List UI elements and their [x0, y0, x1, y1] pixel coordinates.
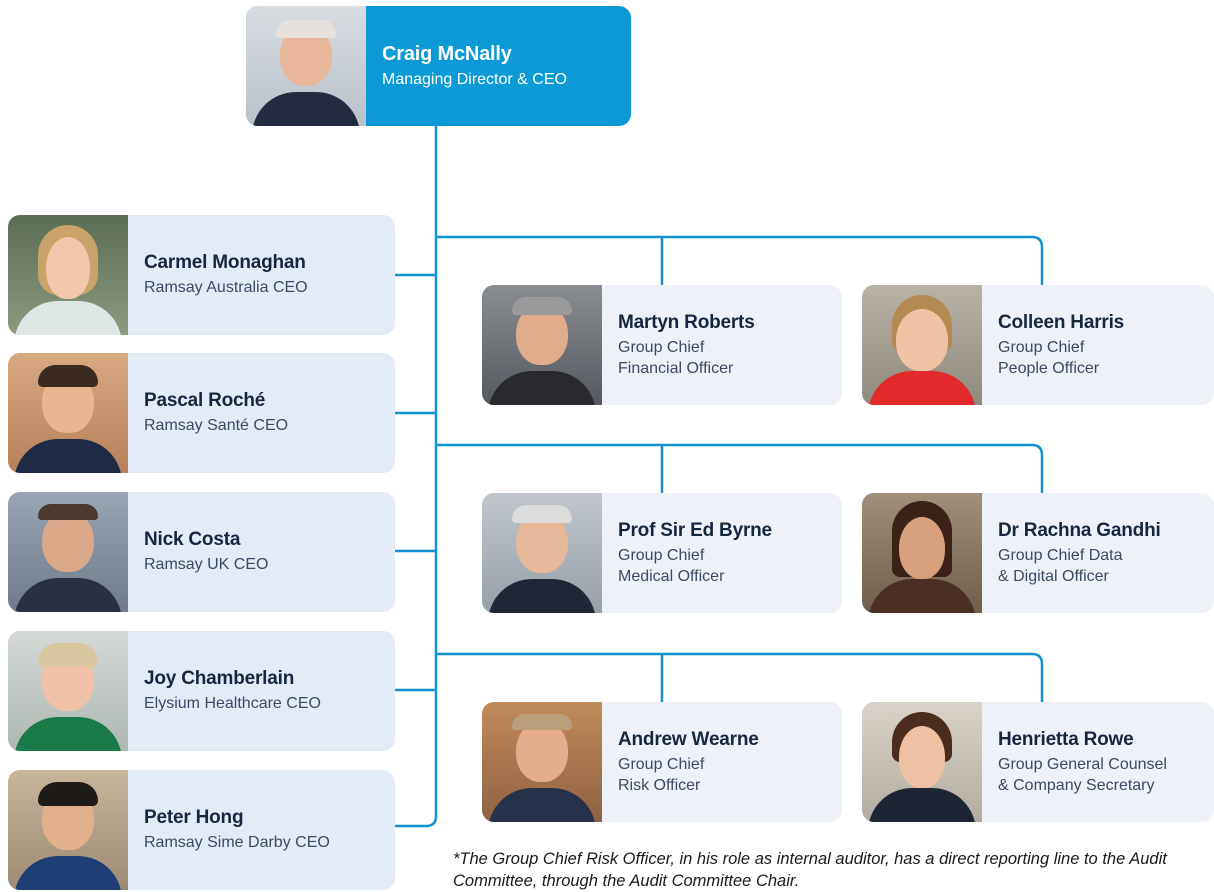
row3-branch	[436, 652, 1044, 702]
row1-branch	[436, 235, 1044, 285]
card-henrietta-rowe[interactable]: Henrietta Rowe Group General Counsel & C…	[862, 702, 1214, 822]
photo-joy-chamberlain	[8, 631, 128, 751]
photo-peter-hong	[8, 770, 128, 890]
photo-henrietta-rowe	[862, 702, 982, 822]
photo-rachna-gandhi	[862, 493, 982, 613]
ceo-name: Craig McNally	[382, 42, 512, 65]
role-henrietta-rowe-2: & Company Secretary	[998, 776, 1155, 794]
name-andrew-wearne: Andrew Wearne	[618, 728, 759, 750]
role-andrew-wearne-2: Risk Officer	[618, 776, 701, 794]
name-joy-chamberlain: Joy Chamberlain	[144, 668, 295, 689]
photo-nick-costa	[8, 492, 128, 612]
role-colleen-harris-1: Group Chief	[998, 338, 1085, 356]
name-carmel-monaghan: Carmel Monaghan	[144, 252, 306, 273]
role-ed-byrne-1: Group Chief	[618, 546, 705, 564]
role-henrietta-rowe-1: Group General Counsel	[998, 755, 1167, 773]
role-ed-byrne-2: Medical Officer	[618, 567, 725, 585]
role-peter-hong: Ramsay Sime Darby CEO	[144, 834, 330, 851]
card-joy-chamberlain[interactable]: Joy Chamberlain Elysium Healthcare CEO	[8, 631, 395, 751]
name-peter-hong: Peter Hong	[144, 807, 244, 828]
card-martyn-roberts[interactable]: Martyn Roberts Group Chief Financial Off…	[482, 285, 842, 405]
photo-carmel-monaghan	[8, 215, 128, 335]
card-carmel-monaghan[interactable]: Carmel Monaghan Ramsay Australia CEO	[8, 215, 395, 335]
role-nick-costa: Ramsay UK CEO	[144, 556, 269, 573]
row2-branch	[436, 443, 1044, 493]
role-andrew-wearne-1: Group Chief	[618, 755, 705, 773]
name-henrietta-rowe: Henrietta Rowe	[998, 728, 1134, 750]
photo-andrew-wearne	[482, 702, 602, 822]
name-rachna-gandhi: Dr Rachna Gandhi	[998, 519, 1161, 541]
role-carmel-monaghan: Ramsay Australia CEO	[144, 279, 308, 296]
name-pascal-roche: Pascal Roché	[144, 390, 266, 411]
photo-ed-byrne	[482, 493, 602, 613]
ceo-photo	[246, 6, 366, 126]
footnote: *The Group Chief Risk Officer, in his ro…	[453, 850, 1167, 890]
card-colleen-harris[interactable]: Colleen Harris Group Chief People Office…	[862, 285, 1214, 405]
card-rachna-gandhi[interactable]: Dr Rachna Gandhi Group Chief Data & Digi…	[862, 493, 1214, 613]
role-rachna-gandhi-2: & Digital Officer	[998, 567, 1109, 585]
card-pascal-roche[interactable]: Pascal Roché Ramsay Santé CEO	[8, 353, 395, 473]
ceo-card[interactable]: Craig McNally Managing Director & CEO	[246, 6, 631, 126]
role-martyn-roberts-2: Financial Officer	[618, 359, 734, 377]
trunk-line	[395, 126, 438, 828]
role-joy-chamberlain: Elysium Healthcare CEO	[144, 695, 321, 712]
card-peter-hong[interactable]: Peter Hong Ramsay Sime Darby CEO	[8, 770, 395, 890]
photo-colleen-harris	[862, 285, 982, 405]
name-ed-byrne: Prof Sir Ed Byrne	[618, 519, 772, 541]
role-rachna-gandhi-1: Group Chief Data	[998, 546, 1123, 564]
role-martyn-roberts-1: Group Chief	[618, 338, 705, 356]
name-colleen-harris: Colleen Harris	[998, 311, 1125, 333]
photo-martyn-roberts	[482, 285, 602, 405]
role-pascal-roche: Ramsay Santé CEO	[144, 417, 289, 434]
photo-pascal-roche	[8, 353, 128, 473]
role-colleen-harris-2: People Officer	[998, 359, 1100, 377]
card-nick-costa[interactable]: Nick Costa Ramsay UK CEO	[8, 492, 395, 612]
name-nick-costa: Nick Costa	[144, 529, 241, 550]
card-ed-byrne[interactable]: Prof Sir Ed Byrne Group Chief Medical Of…	[482, 493, 842, 613]
card-andrew-wearne[interactable]: Andrew Wearne Group Chief Risk Officer	[482, 702, 842, 822]
name-martyn-roberts: Martyn Roberts	[618, 311, 755, 333]
ceo-role: Managing Director & CEO	[382, 70, 567, 88]
